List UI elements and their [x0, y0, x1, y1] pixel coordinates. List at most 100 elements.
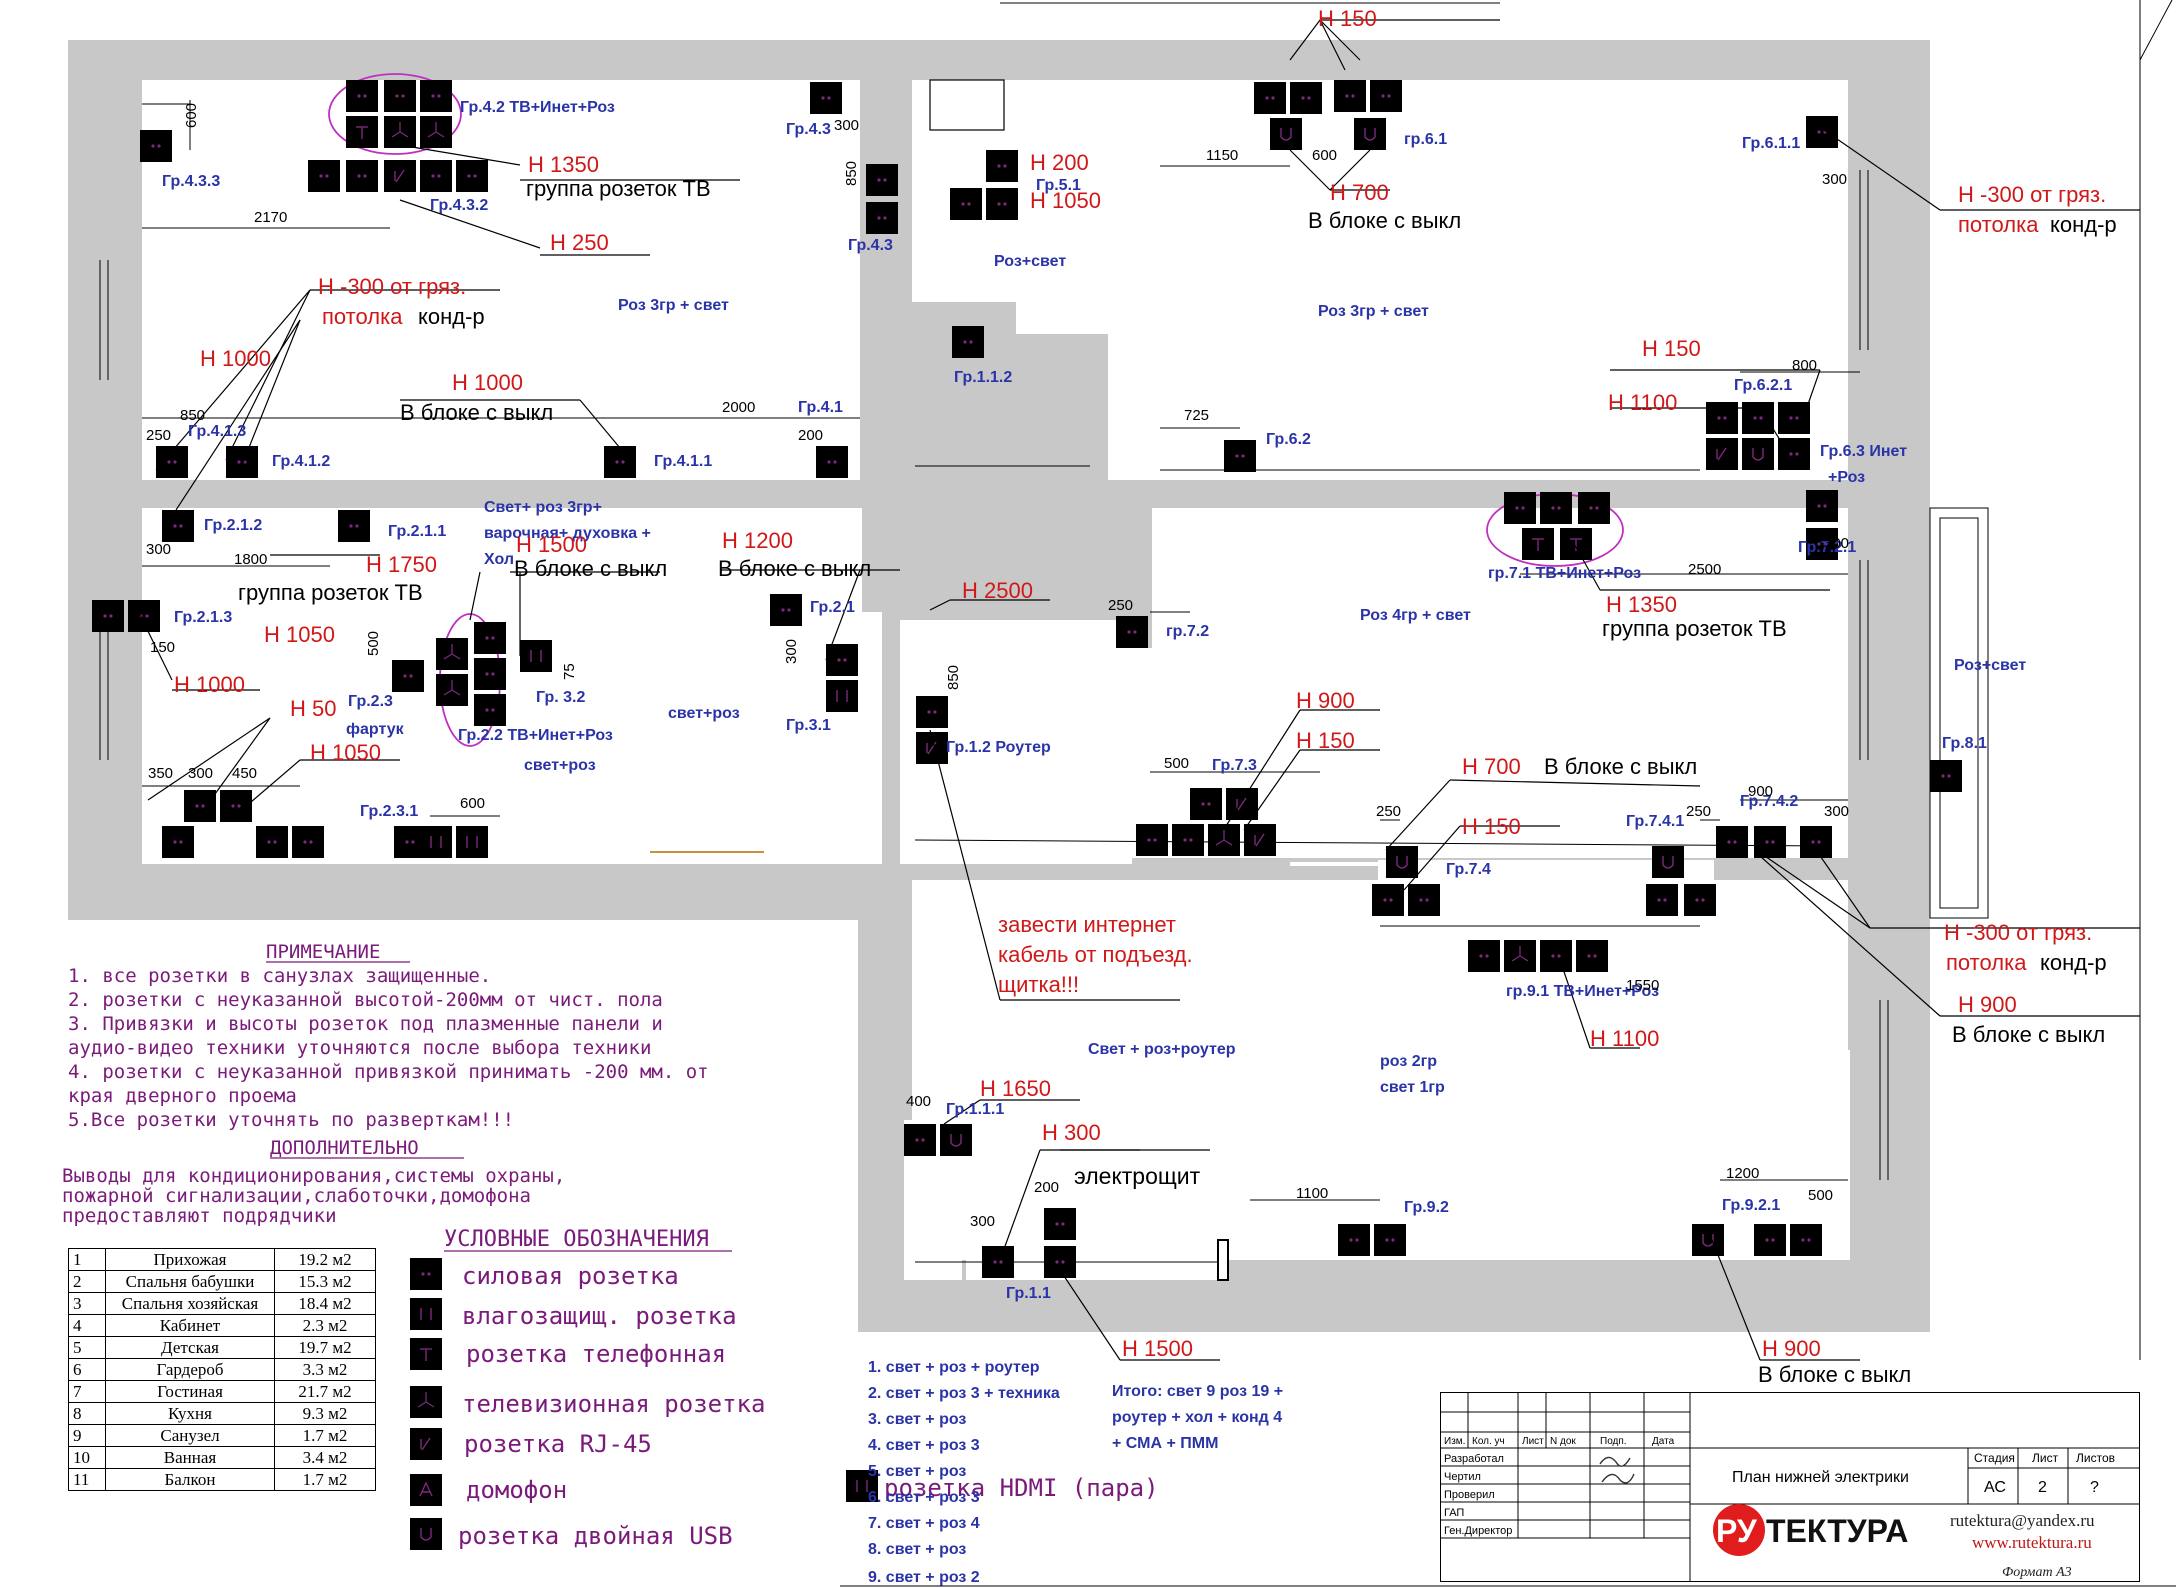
extra-3: предоставляют подрядчики: [62, 1205, 337, 1227]
stamp-h5: Подп.: [1600, 1436, 1627, 1447]
h2500: Н 2500: [962, 578, 1033, 603]
h900-c: Н 900: [1762, 1336, 1821, 1361]
dim: 500: [365, 631, 382, 656]
label-gr112: Гр.1.1.2: [954, 369, 1012, 386]
label-gr413: Гр.4.1.3: [188, 423, 246, 440]
stamp-format: Формат А3: [2002, 1565, 2072, 1580]
h250: Н 250: [550, 230, 609, 255]
stamp-sheet-h: Лист: [2032, 1451, 2059, 1465]
block-g: В блоке с выкл: [1758, 1362, 1911, 1387]
label-gr411: Гр.4.1.1: [654, 453, 712, 470]
label-gr63a: Гр.6.3 Инет: [1820, 443, 1907, 460]
dim: 1550: [1626, 977, 1659, 994]
title-block: Изм. Кол. уч Лист N док Подп. Дата Разра…: [1440, 1392, 2140, 1582]
room-area: 3.4 м2: [274, 1446, 376, 1469]
note-1: 1. все розетки в санузлах защищенные.: [68, 965, 491, 987]
room-n: 9: [68, 1424, 106, 1447]
dim: 2170: [254, 209, 287, 226]
h150-b: Н 150: [1642, 336, 1701, 361]
dim: 400: [906, 1093, 931, 1110]
label-gr412: Гр.4.1.2: [272, 453, 330, 470]
h700-b: Н 700: [1462, 754, 1521, 779]
label-gr741: Гр.7.4.1: [1626, 813, 1684, 830]
stamp-sheet: 2: [2038, 1479, 2047, 1496]
h1050-b: Н 1050: [264, 622, 335, 647]
legend-item: розетка двойная USB: [458, 1522, 733, 1550]
label-gr63b: +Роз: [1828, 469, 1865, 486]
label-roz3-b: Роз 3гр + свет: [1318, 303, 1429, 320]
stamp-sheets: ?: [2090, 1479, 2099, 1496]
label-gr41: Гр.4.1: [798, 399, 843, 416]
room-area: 19.7 м2: [274, 1336, 376, 1359]
dim: 600: [460, 795, 485, 812]
group-list: 1. свет + роз + роутер 2. свет + роз 3 +…: [868, 1359, 1283, 1586]
label-gr43a: Гр.4.3: [786, 121, 831, 138]
note-2: 2. розетки с неуказанной высотой-200мм о…: [68, 989, 663, 1011]
h1000-c: Н 1000: [174, 672, 245, 697]
legend-item: розетка телефонная: [466, 1340, 726, 1368]
dim: 850: [945, 665, 962, 690]
tv-group-b: группа розеток ТВ: [238, 580, 423, 605]
extra-title: ДОПОЛНИТЕЛЬНО: [270, 1137, 419, 1159]
stamp-r3: Проверил: [1444, 1489, 1495, 1501]
h150-d: Н 150: [1462, 814, 1521, 839]
label-gr72: гр.7.2: [1166, 623, 1209, 640]
stamp-email: rutektura@yandex.ru: [1950, 1511, 2095, 1530]
inet-note-3: щитка!!!: [998, 972, 1079, 997]
h1000-a: Н 1000: [200, 346, 271, 371]
h300-a1: Н -300 от гряз.: [1958, 182, 2106, 207]
label-gr231: Гр.2.3.1: [360, 803, 418, 820]
room-name: Балкон: [105, 1468, 275, 1491]
dim: 1200: [1726, 1165, 1759, 1182]
dim: 450: [232, 765, 257, 782]
label-gr73: Гр.7.3: [1212, 757, 1257, 774]
signature: [1599, 1456, 1635, 1484]
h1350-b: Н 1350: [1606, 592, 1677, 617]
room-name: Гардероб: [105, 1358, 275, 1381]
dim: 600: [1312, 147, 1337, 164]
dim: 850: [180, 407, 205, 424]
notes: ПРИМЕЧАНИЕ 1. все розетки в санузлах защ…: [62, 941, 709, 1227]
group-item: 1. свет + роз + роутер: [868, 1359, 1040, 1376]
label-roz4: Роз 4гр + свет: [1360, 607, 1471, 624]
h1500-a: Н 1500: [516, 532, 587, 557]
room-n: 6: [68, 1358, 106, 1381]
legend-hdmi: розетка HDMI (пара): [884, 1474, 1159, 1502]
label-roz-svet-b: Роз+свет: [1954, 657, 2026, 674]
dim: 200: [1034, 1179, 1059, 1196]
h300-a3: конд-р: [2050, 212, 2117, 237]
walls: [68, 40, 1930, 1332]
extra-2: пожарной сигнализации,слаботочки,домофон…: [62, 1185, 531, 1207]
h300-b1: Н -300 от гряз.: [318, 274, 466, 299]
room-n: 7: [68, 1380, 106, 1403]
note-5: 5.Все розетки уточнять по разверткам!!!: [68, 1109, 514, 1131]
label-gr43b: Гр.4.3: [848, 237, 893, 254]
room-area: 15.3 м2: [274, 1270, 376, 1293]
stamp-h3: Лист: [1522, 1436, 1544, 1447]
room-area: 3.3 м2: [274, 1358, 376, 1381]
stamp-title: План нижней электрики: [1732, 1469, 1909, 1486]
dim: 500: [1808, 1187, 1833, 1204]
label-gr92: Гр.9.2: [1404, 1199, 1449, 1216]
room-area: 1.7 м2: [274, 1468, 376, 1491]
block-f: В блоке с выкл: [1952, 1022, 2105, 1047]
dim: 2500: [1688, 561, 1721, 578]
h200: Н 200: [1030, 150, 1089, 175]
room-area: 1.7 м2: [274, 1424, 376, 1447]
h300-b3: конд-р: [418, 304, 485, 329]
legend-title: УСЛОВНЫЕ ОБОЗНАЧЕНИЯ: [444, 1227, 709, 1252]
note-3: 3. Привязки и высоты розеток под плазмен…: [68, 1013, 663, 1035]
note-4b: края дверного проема: [68, 1085, 297, 1107]
label-gr91: гр.9.1 ТВ+Инет+Роз: [1506, 983, 1659, 1000]
label-gr21: Гр.2.1: [810, 599, 855, 616]
note-4: 4. розетки с неуказанной привязкой прини…: [68, 1061, 709, 1083]
stamp-h1: Изм.: [1444, 1436, 1465, 1447]
label-gr212: Гр.2.1.2: [204, 517, 262, 534]
